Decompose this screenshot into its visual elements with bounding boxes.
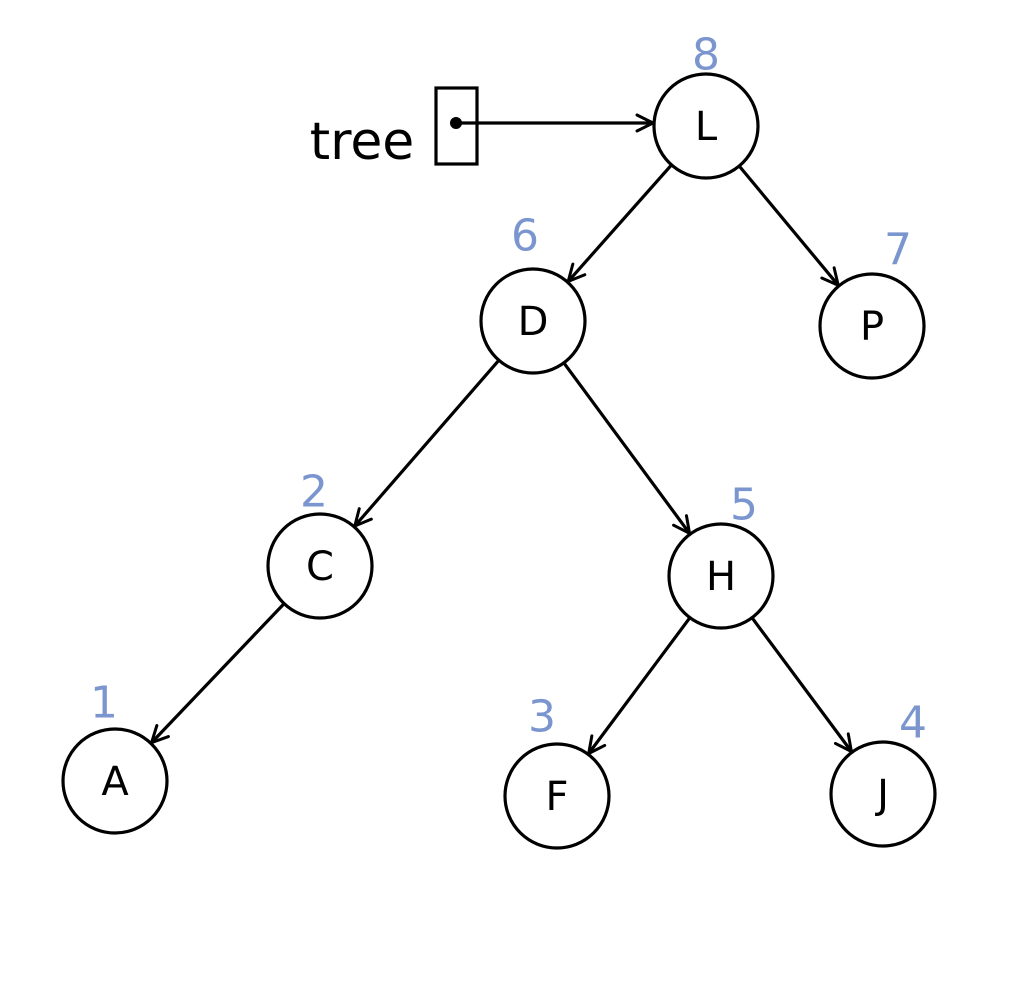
node-label: D [518,299,549,345]
node-circle [503,742,611,850]
edge-H-J [750,616,854,754]
tree-node-H: H5 [667,480,775,630]
node-circle [652,72,760,180]
node-label: C [306,544,334,590]
node-circle [479,267,587,375]
node-label: P [860,304,884,350]
traversal-order-label: 7 [884,225,912,276]
edge-L-P [737,164,840,287]
edge-C-A [150,601,286,745]
traversal-order-label: 3 [528,692,556,743]
node-circle [667,522,775,630]
node-circle [266,512,374,620]
node-label: H [706,554,736,600]
edge-L-D [566,163,674,283]
pointer-box [434,86,479,166]
tree-node-A: A1 [61,678,169,835]
tree-node-L: L8 [652,30,760,180]
traversal-order-label: 2 [300,467,328,518]
traversal-order-label: 4 [899,698,927,749]
traversal-order-label: 5 [730,480,758,531]
tree-node-C: C2 [266,467,374,620]
tree-pointer: tree [310,86,655,172]
node-circle [829,740,937,848]
edge-H-F [587,616,692,756]
node-label: J [874,772,889,818]
node-label: F [545,774,568,820]
edge-D-H [562,361,692,535]
traversal-order-label: 1 [90,678,118,729]
tree-pointer-label: tree [310,112,415,172]
tree-node-D: D6 [479,211,587,375]
node-circle [61,727,169,835]
node-label: L [695,104,718,150]
traversal-order-label: 8 [692,30,720,81]
tree-node-P: P7 [818,225,926,380]
edge-D-C [353,358,501,528]
node-label: A [101,759,129,805]
tree-node-J: J4 [829,698,937,848]
node-circle [818,272,926,380]
tree-node-F: F3 [503,692,611,850]
edges [150,163,854,756]
traversal-order-label: 6 [511,211,539,262]
